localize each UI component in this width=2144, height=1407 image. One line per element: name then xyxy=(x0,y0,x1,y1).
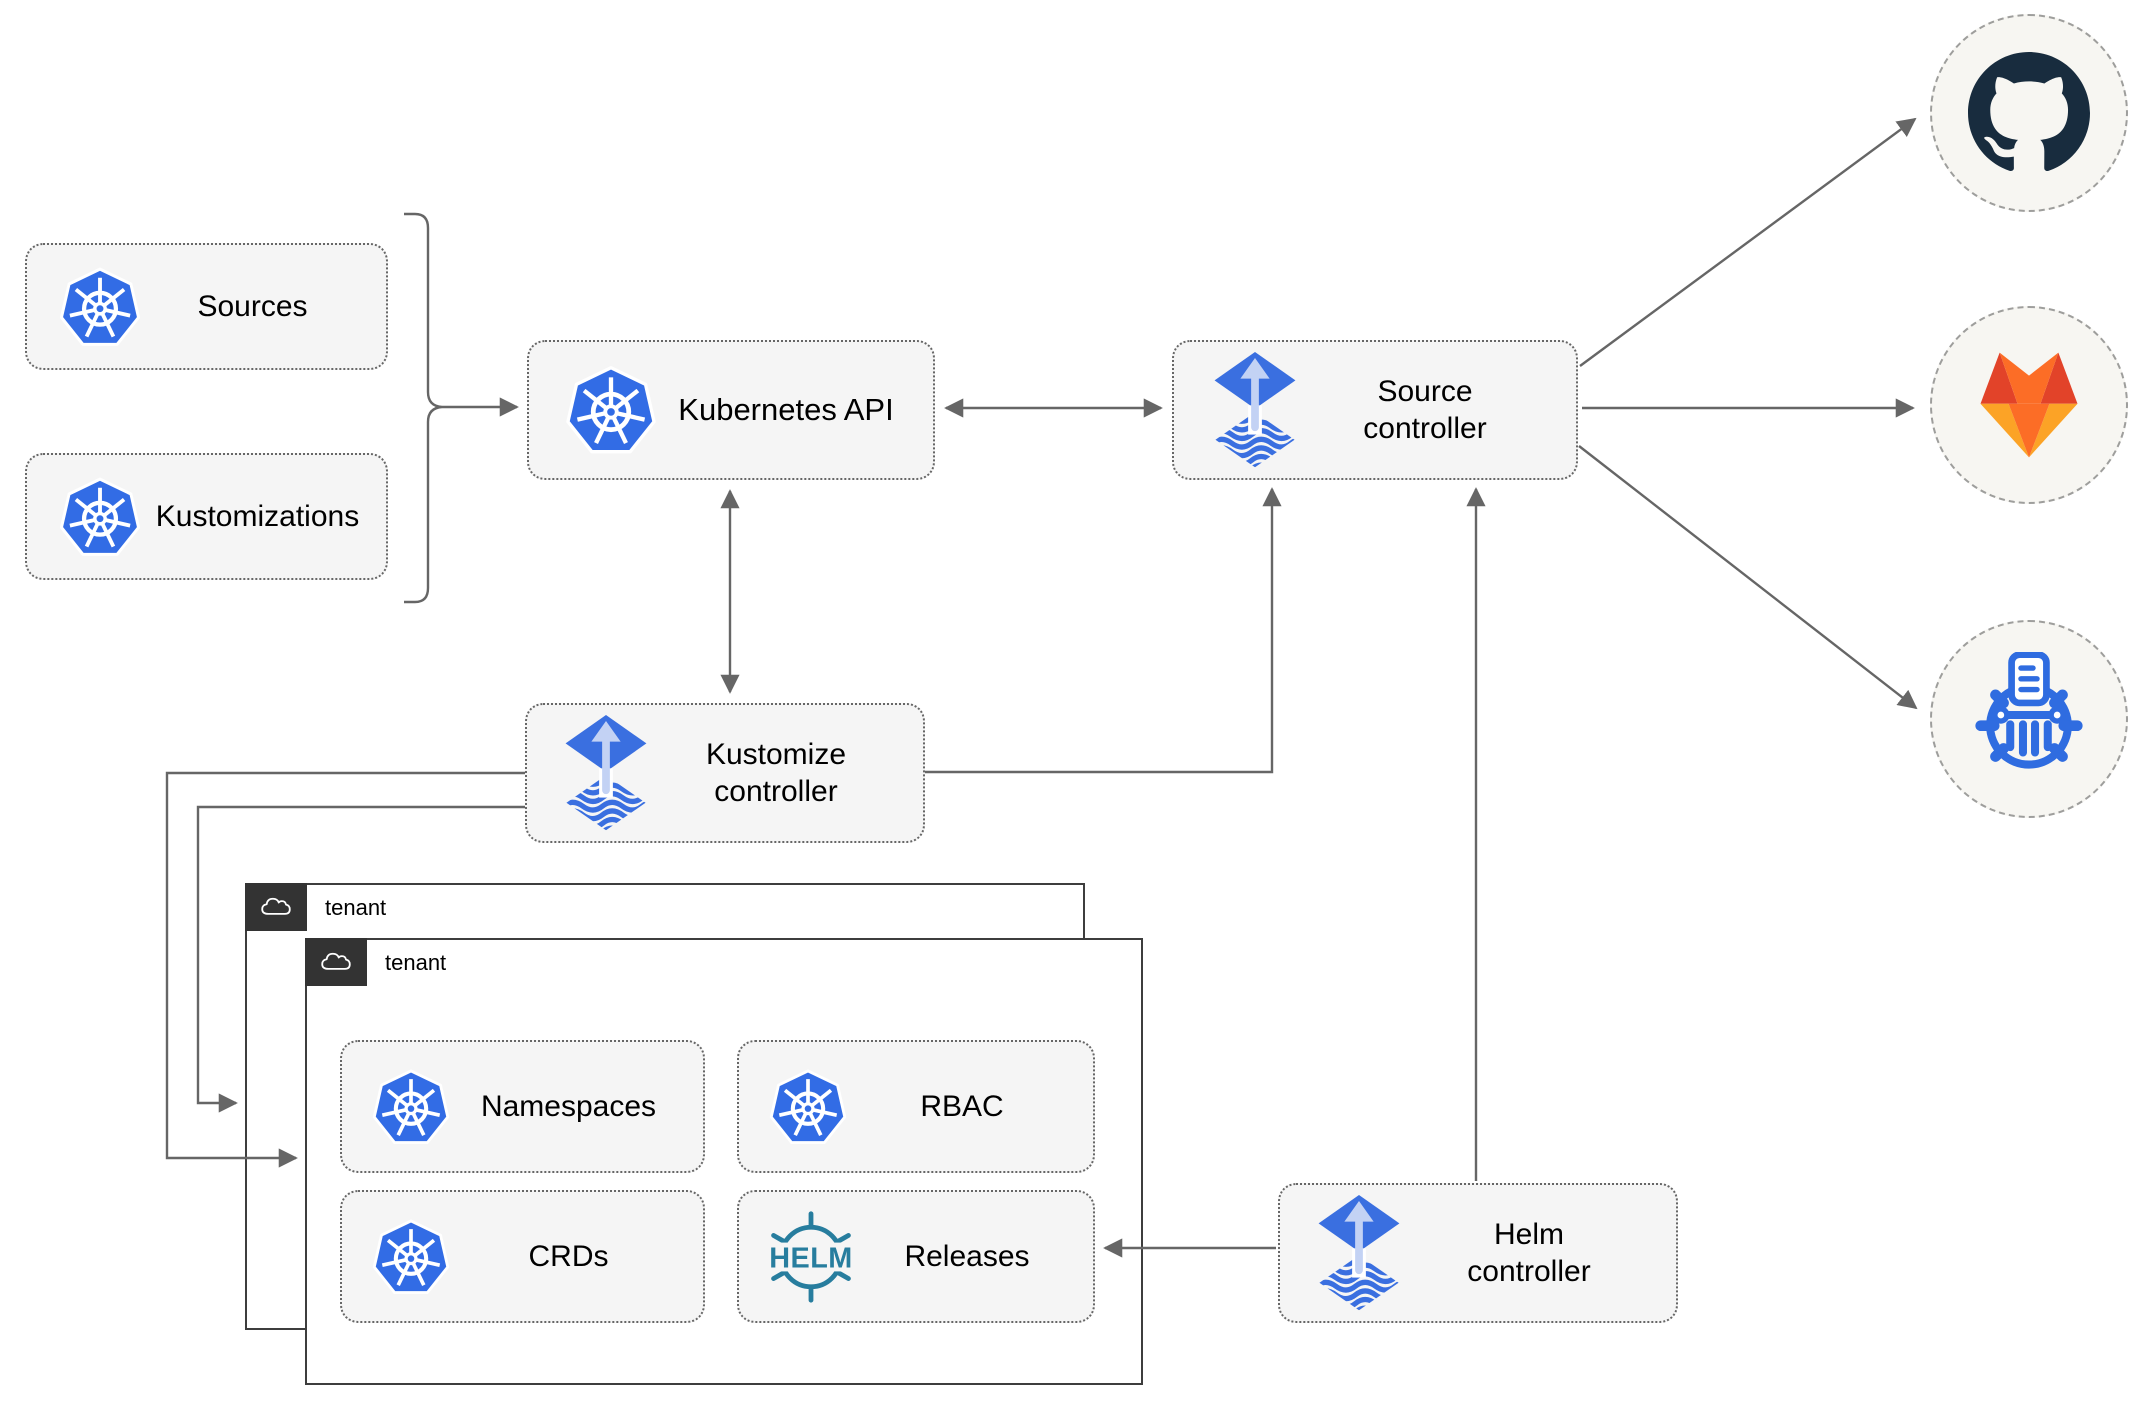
node-label: Releases xyxy=(904,1239,1030,1273)
node-sources: Sources xyxy=(25,243,388,370)
kubernetes-icon xyxy=(563,362,659,458)
tenant-back-label: tenant xyxy=(325,895,387,920)
node-helm-controller: Helm controller xyxy=(1278,1183,1678,1323)
brace-sources-kustomizations xyxy=(404,212,443,604)
node-kubernetes-api: Kubernetes API xyxy=(527,340,935,480)
external-github xyxy=(1930,14,2128,212)
node-label: Kustomize controller xyxy=(649,736,923,811)
node-label: RBAC xyxy=(920,1089,1004,1123)
external-gitlab xyxy=(1930,306,2128,504)
node-label: Source controller xyxy=(1298,373,1576,448)
helm-wheel-text: HELM xyxy=(769,1242,853,1274)
node-label: Sources xyxy=(197,289,308,323)
arrow-source-controller-to-chartmuseum xyxy=(1578,445,1918,710)
chartmuseum-icon xyxy=(1962,652,2096,786)
node-releases: HELM Releases xyxy=(737,1190,1095,1323)
node-label: Namespaces xyxy=(480,1089,657,1123)
tenant-back-header xyxy=(245,883,307,931)
node-label: Helm controller xyxy=(1402,1216,1676,1291)
external-chartmuseum xyxy=(1930,620,2128,818)
node-namespaces: Namespaces xyxy=(340,1040,705,1173)
kubernetes-icon xyxy=(57,264,143,350)
node-rbac: RBAC xyxy=(737,1040,1095,1173)
node-label-text: Helm controller xyxy=(1467,1217,1591,1289)
kubernetes-icon xyxy=(767,1066,849,1148)
kubernetes-icon xyxy=(370,1066,452,1148)
helm-icon: HELM xyxy=(763,1209,859,1305)
node-kustomizations: Kustomizations xyxy=(25,453,388,580)
cloud-icon xyxy=(256,893,296,921)
gitlab-icon xyxy=(1965,345,2093,465)
arrow-kustomize-controller-to-source-controller xyxy=(925,487,1282,774)
flux-icon xyxy=(1316,1195,1402,1312)
kubernetes-icon xyxy=(57,474,143,560)
node-source-controller: Source controller xyxy=(1172,340,1578,480)
cloud-icon xyxy=(316,948,356,976)
flux-icon xyxy=(563,715,649,832)
node-kustomize-controller: Kustomize controller xyxy=(525,703,925,843)
tenant-front-header xyxy=(305,938,367,986)
tenant-front-label: tenant xyxy=(385,950,447,975)
arrow-source-controller-to-github xyxy=(1579,117,1917,367)
node-label-text: Kustomize controller xyxy=(705,737,847,809)
kubernetes-icon xyxy=(370,1216,452,1298)
flux-icon xyxy=(1212,352,1298,469)
node-label: CRDs xyxy=(528,1239,609,1273)
node-label: Kubernetes API xyxy=(678,391,894,427)
node-label-text: Source controller xyxy=(1363,374,1487,446)
github-icon xyxy=(1968,52,2090,174)
node-crds: CRDs xyxy=(340,1190,705,1323)
node-label: Kustomizations xyxy=(155,499,360,533)
